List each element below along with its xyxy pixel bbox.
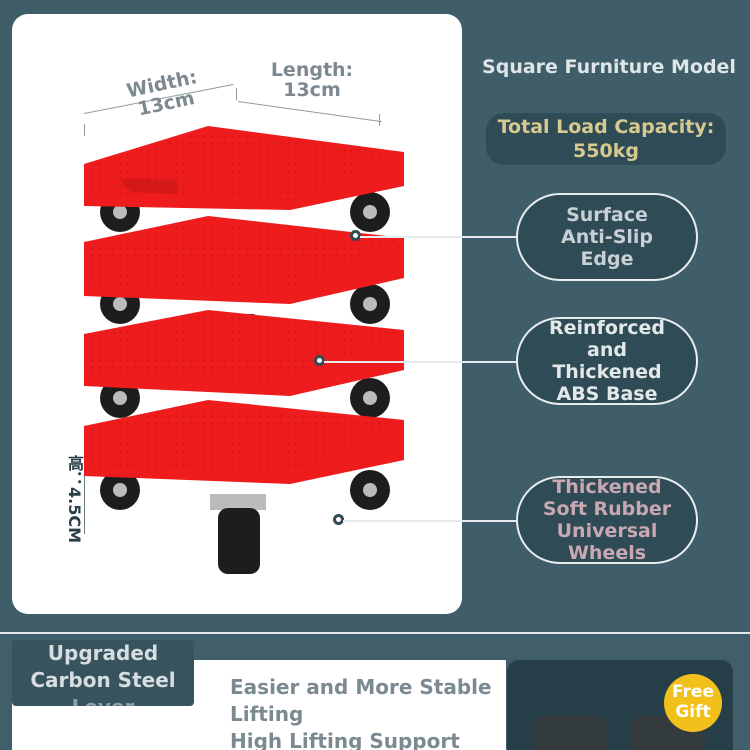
callout-dot (314, 355, 325, 366)
dolly-2 (84, 216, 404, 374)
model-headline: Square Furniture Model (482, 56, 736, 78)
load-capacity-label: Total Load Capacity: (497, 116, 715, 138)
feature-text: Reinforced and Thickened ABS Base (549, 317, 665, 405)
lifting-description: Easier and More Stable Lifting High Lift… (230, 674, 510, 750)
callout-line (360, 236, 516, 238)
callout-dot (333, 514, 344, 525)
badge-line: Lever (12, 694, 194, 706)
feature-text: Surface Anti-Slip Edge (560, 204, 654, 270)
height-dimension-label: 高：4.5CM (65, 454, 84, 543)
feature-abs-base: Reinforced and Thickened ABS Base (516, 317, 698, 405)
feature-anti-slip-edge: Surface Anti-Slip Edge (516, 193, 698, 281)
gift-line: Free (672, 682, 714, 702)
badge-line: Carbon Steel (30, 668, 176, 692)
free-gift-badge: Free Gift (664, 674, 722, 732)
length-dimension-label: Length: 13cm (257, 60, 367, 100)
description-line: High Lifting Support (230, 729, 460, 750)
callout-line (324, 361, 516, 363)
length-label: Length: (270, 59, 354, 81)
length-dimension-tick (379, 114, 380, 126)
description-line: Lifting (230, 702, 304, 726)
carbon-steel-lever-badge: Upgraded Carbon Steel Lever (12, 640, 194, 706)
dolly-4 (84, 400, 404, 574)
load-capacity-value: 550kg (573, 140, 639, 162)
load-capacity-badge: Total Load Capacity: 550kg (486, 113, 726, 165)
feature-text: Thickened Soft Rubber Universal Wheels (542, 476, 672, 564)
width-dimension-tick (236, 88, 237, 100)
width-dimension-tick (84, 124, 85, 136)
callout-line (343, 520, 516, 522)
gift-pad (533, 716, 607, 750)
height-dimension-line (84, 434, 85, 534)
callout-dot (350, 230, 361, 241)
length-value: 13cm (283, 79, 341, 101)
top-section: Width: 13cm Length: 13cm 高：4.5CM (12, 14, 736, 614)
product-image-card: Width: 13cm Length: 13cm 高：4.5CM (12, 14, 462, 614)
description-line: Easier and More Stable (230, 675, 492, 699)
dolly-1 (84, 126, 404, 284)
feature-rubber-wheels: Thickened Soft Rubber Universal Wheels (516, 476, 698, 564)
badge-line: Upgraded (47, 641, 159, 665)
gift-line: Gift (675, 702, 711, 722)
